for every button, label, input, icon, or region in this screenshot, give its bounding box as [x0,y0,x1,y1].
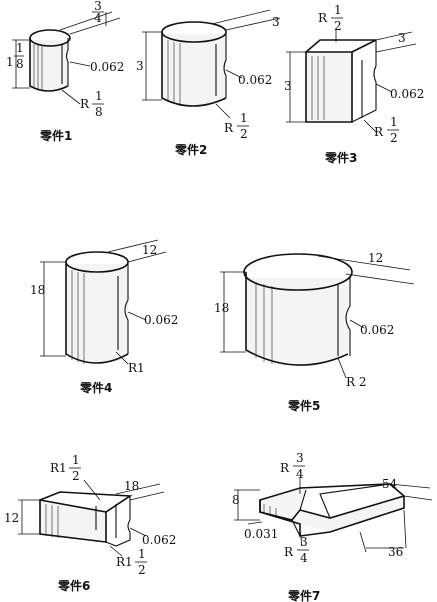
svg-text:1: 1 [138,547,146,561]
dim-p5-radius: R 2 [346,375,366,389]
dim-p3-radius-bottom: R [374,125,384,139]
dim-p6-width: 18 [124,479,139,493]
svg-text:1: 1 [334,3,342,17]
caption-part-3: 零件3 [324,150,357,165]
svg-text:1: 1 [240,111,248,125]
svg-text:3: 3 [296,451,304,465]
dim-p6-radius-bottom: R1 [116,555,133,569]
dim-p2-thickness: 0.062 [238,73,272,87]
dim-p7-radius-bottom: R [284,545,294,559]
dim-p2-width: 3 [272,15,280,29]
dim-p7-height: 8 [232,493,240,507]
svg-text:2: 2 [390,131,398,145]
part-7: R 3 4 54 8 0.031 R 3 4 36 零件7 [232,451,433,602]
dim-p3-radius-top: R [318,11,328,25]
svg-text:1: 1 [16,41,24,55]
dim-p5-width: 12 [368,251,383,265]
dim-p6-radius-top: R1 [50,461,67,475]
svg-text:2: 2 [240,127,248,141]
svg-text:8: 8 [95,105,103,119]
dim-p4-radius: R1 [128,361,145,375]
dim-p4-thickness: 0.062 [144,313,178,327]
part-2: 3 3 0.062 R 1 2 零件2 [136,9,281,157]
part-3: R 1 2 3 3 0.062 R 1 2 零件3 [284,3,424,165]
dim-p2-radius: R [224,121,234,135]
caption-part-4: 零件4 [79,380,112,395]
dim-p1-height: 1 [6,55,14,69]
svg-text:4: 4 [94,11,102,25]
dim-p1-width: 3 [94,0,102,13]
dim-p3-thickness: 0.062 [390,87,424,101]
svg-text:1: 1 [390,115,398,129]
dim-p7-width: 36 [388,545,403,559]
dim-p6-height: 12 [4,511,19,525]
dim-p7-length: 54 [382,477,398,491]
svg-text:1: 1 [95,89,103,103]
dim-p5-thickness: 0.062 [360,323,394,337]
dim-p3-height: 3 [284,79,292,93]
svg-text:2: 2 [72,469,80,483]
dim-p7-radius-top: R [280,461,290,475]
dim-p4-width: 12 [142,243,157,257]
dim-p3-width: 3 [398,31,406,45]
part-5: 12 18 0.062 R 2 零件5 [214,251,415,413]
svg-text:2: 2 [138,563,146,577]
dim-p5-height: 18 [214,301,229,315]
part-4: 12 18 0.062 R1 零件4 [30,239,178,395]
svg-text:4: 4 [296,467,304,481]
dim-p1-thickness: 0.062 [90,60,124,74]
caption-part-5: 零件5 [287,398,320,413]
part-1: 3 4 1 1 8 0.062 R 1 8 零件1 [6,0,124,143]
caption-part-6: 零件6 [57,578,90,593]
dim-p4-height: 18 [30,283,45,297]
svg-text:8: 8 [16,57,24,71]
caption-part-2: 零件2 [174,142,207,157]
svg-text:2: 2 [334,19,342,33]
dim-p2-height: 3 [136,59,144,73]
dim-p7-thickness: 0.031 [244,527,278,541]
svg-text:1: 1 [72,453,80,467]
svg-text:4: 4 [300,551,308,565]
part-6: R1 1 2 18 12 0.062 R1 1 2 零件6 [4,453,176,593]
caption-part-1: 零件1 [39,128,72,143]
svg-text:3: 3 [300,535,308,549]
dim-p6-thickness: 0.062 [142,533,176,547]
dim-p1-radius: R [80,97,90,111]
caption-part-7: 零件7 [287,588,320,602]
